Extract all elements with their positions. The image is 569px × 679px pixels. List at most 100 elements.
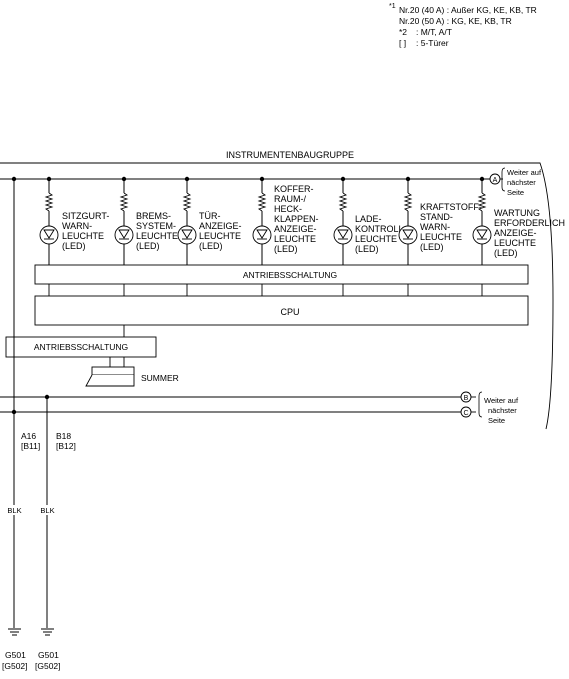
lamp-label-line: LEUCHTE xyxy=(199,231,241,241)
led-symbol xyxy=(252,225,272,245)
lamp-label-line: LEUCHTE xyxy=(355,234,397,244)
lamp-label-line: WARTUNG xyxy=(494,208,540,218)
note-2-text: : M/T, A/T xyxy=(416,27,452,37)
note-3-text: : 5-Türer xyxy=(416,38,449,48)
ground-2-label: G501 xyxy=(38,650,59,660)
led-symbol xyxy=(472,225,492,245)
lamp-branch: TÜR-ANZEIGE-LEUCHTE(LED) xyxy=(177,176,242,265)
lamp-label-line: WARN- xyxy=(62,221,92,231)
lamp-branches: SITZGURT-WARN-LEUCHTE(LED)BREMS-SYSTEM-L… xyxy=(39,176,565,265)
lamp-branch: KRAFTSTOFF-STAND-WARN-LEUCHTE(LED) xyxy=(398,176,482,265)
buzzer-symbol xyxy=(85,357,135,387)
note-1-line-1: Nr.20 (40 A) : Außer KG, KE, KB, TR xyxy=(399,5,537,15)
lamp-label-line: (LED) xyxy=(420,242,444,252)
driver-block-lower xyxy=(5,336,157,358)
lamp-label-line: WARN- xyxy=(420,222,450,232)
led-symbol xyxy=(114,225,134,245)
resistor-symbol xyxy=(119,192,129,212)
connector-bc-continue-3: Seite xyxy=(488,416,505,425)
wire-1-pin: A16 xyxy=(21,431,36,441)
lamp-branch: BREMS-SYSTEM-LEUCHTE(LED) xyxy=(114,176,178,265)
lamp-branch: SITZGURT-WARN-LEUCHTE(LED) xyxy=(39,176,109,265)
lamp-label-line: ANZEIGE- xyxy=(274,224,317,234)
lamp-label-line: KLAPPEN- xyxy=(274,214,319,224)
lamp-label-line: HECK- xyxy=(274,204,302,214)
lamp-label-line: STAND- xyxy=(420,212,453,222)
connector-a-continue-1: Weiter auf xyxy=(507,168,542,177)
lamp-label-line: (LED) xyxy=(274,244,298,254)
note-1-marker: *1 xyxy=(389,3,396,10)
connector-bc-continue-1: Weiter auf xyxy=(484,396,519,405)
lamp-label-line: KRAFTSTOFF- xyxy=(420,202,482,212)
lamp-label-line: KOFFER- xyxy=(274,184,314,194)
connector-a: A Weiter auf nächster Seite xyxy=(489,167,542,197)
connector-a-letter: A xyxy=(493,177,498,184)
resistor-symbol xyxy=(257,192,267,212)
lamp-label-line: LEUCHTE xyxy=(136,231,178,241)
ground-1-label: G501 xyxy=(5,650,26,660)
resistor-symbol xyxy=(182,192,192,212)
lamp-label-line: ERFORDERLICH xyxy=(494,218,565,228)
lamp-label-line: ANZEIGE- xyxy=(494,228,537,238)
note-2-marker: *2 xyxy=(399,27,407,37)
lamp-label-line: (LED) xyxy=(199,241,223,251)
lamp-label-line: RAUM-/ xyxy=(274,194,306,204)
wire-2-pin-alt: [B12] xyxy=(56,441,76,451)
led-symbol xyxy=(177,225,197,245)
buzzer-label: SUMMER xyxy=(141,373,179,383)
instrument-group-outline xyxy=(0,162,554,430)
ground-1-label-alt: [G502] xyxy=(2,661,28,671)
led-symbol xyxy=(333,225,353,245)
lamp-label-line: (LED) xyxy=(136,241,160,251)
lamp-label-line: (LED) xyxy=(355,244,379,254)
connectors-bc: B C Weiter auf nächster Seite xyxy=(460,391,519,425)
resistor-symbol xyxy=(403,192,413,212)
driver-block-upper-label: ANTRIEBSSCHALTUNG xyxy=(243,270,337,280)
lamp-label-line: (LED) xyxy=(494,248,518,258)
connector-a-brace xyxy=(501,167,506,192)
resistor-symbol xyxy=(338,192,348,212)
cpu-label: CPU xyxy=(280,307,299,317)
lamp-branch: KOFFER-RAUM-/HECK-KLAPPEN-ANZEIGE-LEUCHT… xyxy=(252,176,319,265)
wire-2-color: BLK xyxy=(40,506,54,515)
wire-1-pin-alt: [B11] xyxy=(21,441,40,451)
legend-notes: *1 Nr.20 (40 A) : Außer KG, KE, KB, TR N… xyxy=(389,3,537,48)
lamp-label-line: BREMS- xyxy=(136,211,171,221)
note-3-marker: [ ] xyxy=(399,38,406,48)
connector-a-continue-2: nächster xyxy=(507,178,536,187)
lamp-label-line: LEUCHTE xyxy=(274,234,316,244)
led-symbol xyxy=(39,225,59,245)
bus-ticks xyxy=(48,284,483,296)
lamp-label-line: TÜR- xyxy=(199,211,221,221)
wire-1-color: BLK xyxy=(7,506,21,515)
note-1-line-2: Nr.20 (50 A) : KG, KE, KB, TR xyxy=(399,16,512,26)
driver-block-lower-label: ANTRIEBSSCHALTUNG xyxy=(34,342,128,352)
ground-symbol xyxy=(8,628,21,636)
lamp-label-line: LEUCHTE xyxy=(62,231,104,241)
lamp-label-line: LEUCHTE xyxy=(420,232,462,242)
lamp-label-line: (LED) xyxy=(62,241,86,251)
driver-block-upper xyxy=(34,264,529,285)
led-symbol xyxy=(398,225,418,245)
junction-dot xyxy=(44,394,50,400)
cpu-block xyxy=(34,295,529,326)
lamp-label-line: LEUCHTE xyxy=(494,238,536,248)
ground-2-label-alt: [G502] xyxy=(35,661,61,671)
connector-b-letter: B xyxy=(464,395,469,402)
resistor-symbol xyxy=(44,192,54,212)
lamp-label-line: KONTROLL xyxy=(355,224,404,234)
lamp-label-line: SYSTEM- xyxy=(136,221,176,231)
lamp-label-line: ANZEIGE- xyxy=(199,221,242,231)
lamp-label-line: SITZGURT- xyxy=(62,211,109,221)
resistor-symbol xyxy=(477,192,487,212)
ground-symbol xyxy=(41,628,54,636)
lamp-label-line: LADE- xyxy=(355,214,382,224)
instrument-group-title: INSTRUMENTENBAUGRUPPE xyxy=(226,150,354,160)
wire-2-pin: B18 xyxy=(56,431,71,441)
connector-bc-brace xyxy=(478,391,483,418)
connector-c-letter: C xyxy=(463,410,468,417)
connector-a-continue-3: Seite xyxy=(507,188,524,197)
